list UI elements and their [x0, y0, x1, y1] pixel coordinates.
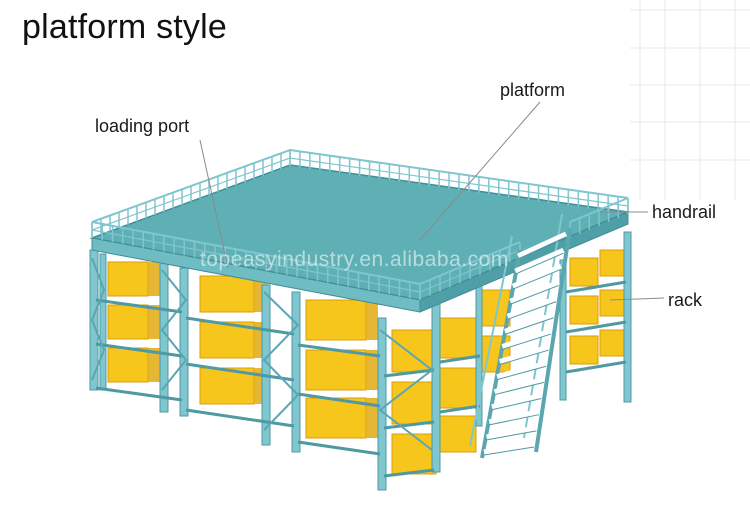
background-grid: [630, 0, 750, 200]
leader-platform: [419, 101, 541, 241]
rack-boxes: [107, 249, 625, 475]
rack-structure: [89, 231, 632, 491]
watermark: topeasyindustry.en.alibaba.com: [200, 248, 509, 271]
page-title: platform style: [22, 8, 227, 46]
label-platform: platform: [500, 80, 566, 100]
label-loading-port: loading port: [95, 116, 190, 136]
staircase: [469, 213, 572, 459]
label-rack: rack: [668, 290, 703, 310]
leader-rack: [609, 297, 665, 301]
leader-lines: [199, 101, 665, 301]
leader-loading-port: [199, 139, 229, 269]
label-handrail: handrail: [652, 202, 717, 222]
platform-deck: [89, 164, 631, 313]
